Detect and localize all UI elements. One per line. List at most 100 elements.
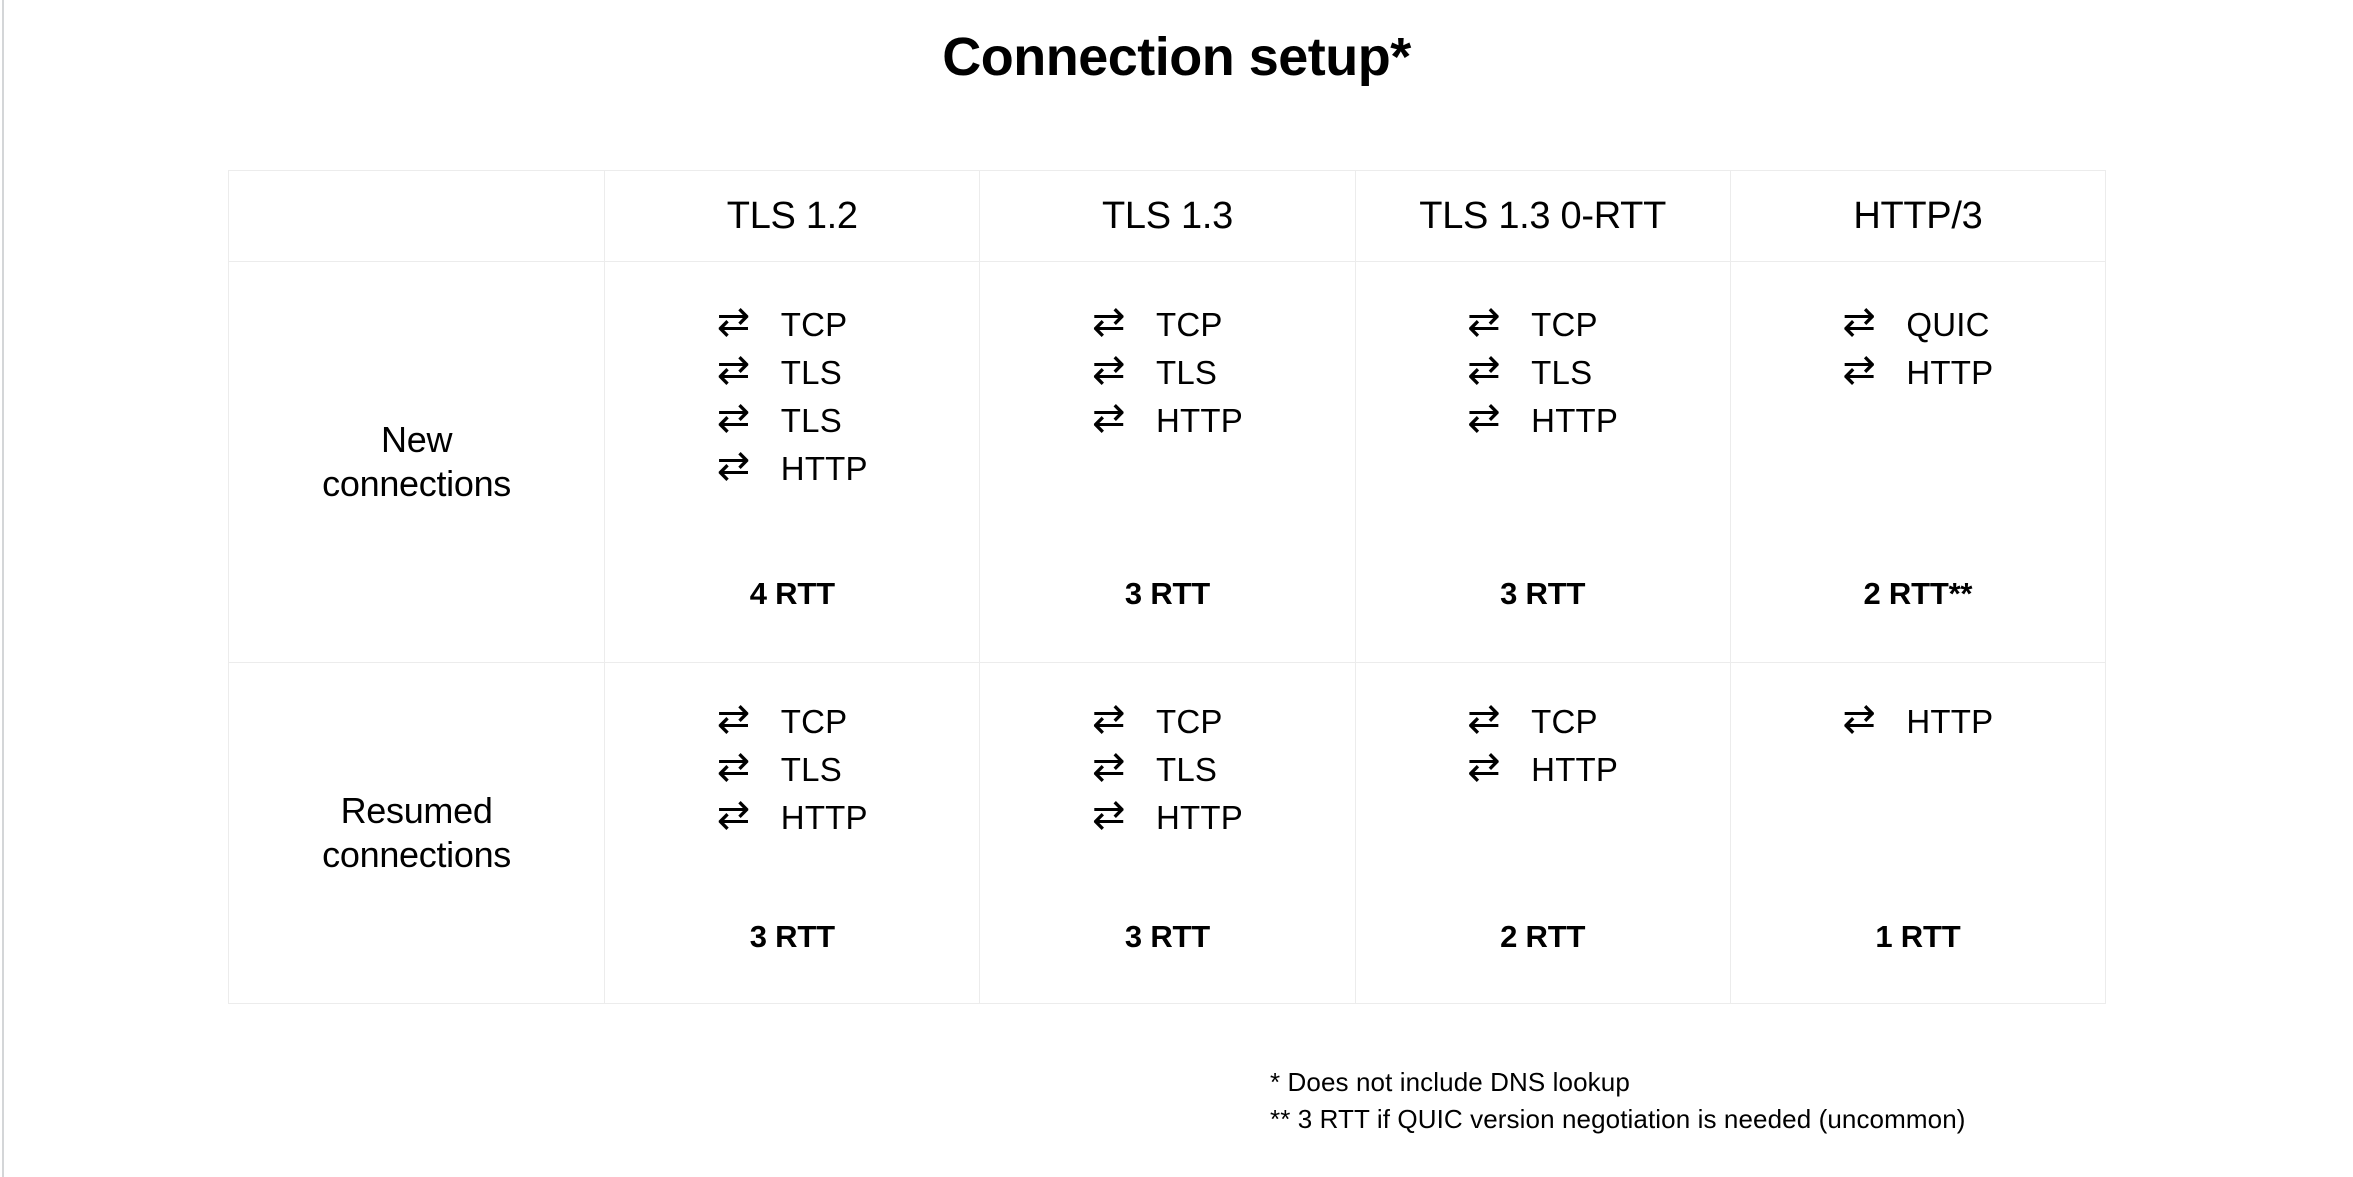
step-item: ⇄ TLS	[1467, 348, 1592, 396]
step-label: HTTP	[1906, 353, 1994, 391]
exchange-arrow-icon: ⇄	[1467, 697, 1501, 741]
step-item: ⇄ HTTP	[717, 793, 868, 841]
step-label: HTTP	[780, 449, 868, 487]
table-corner-cell	[227, 170, 606, 262]
footnotes: * Does not include DNS lookup ** 3 RTT i…	[1270, 1064, 1966, 1138]
step-label: TCP	[1155, 305, 1223, 343]
step-label: HTTP	[1531, 401, 1619, 439]
step-label: TLS	[780, 750, 842, 788]
step-item: ⇄ HTTP	[1842, 348, 1993, 396]
step-label: TCP	[780, 305, 848, 343]
step-item: ⇄ TLS	[717, 396, 842, 444]
column-header-tls12: TLS 1.2	[604, 170, 981, 262]
step-list: ⇄ TCP ⇄ TLS ⇄ HTTP	[717, 697, 868, 841]
step-list: ⇄ HTTP	[1842, 697, 1993, 745]
footnote-quic: ** 3 RTT if QUIC version negotiation is …	[1270, 1103, 1966, 1134]
rtt-total: 3 RTT	[1124, 919, 1211, 954]
step-item: ⇄ TLS	[717, 745, 842, 793]
exchange-arrow-icon: ⇄	[1467, 300, 1501, 344]
rtt-total: 2 RTT	[1500, 919, 1586, 954]
step-item: ⇄ TCP	[717, 697, 848, 745]
table-row-new-connections: New connections ⇄ TCP ⇄ TLS	[227, 261, 2107, 663]
step-item: ⇄ HTTP	[1092, 396, 1243, 444]
column-header-http3: HTTP/3	[1729, 170, 2107, 262]
exchange-arrow-icon: ⇄	[716, 697, 751, 741]
exchange-arrow-icon: ⇄	[1842, 348, 1876, 392]
step-label: HTTP	[1531, 750, 1619, 788]
exchange-arrow-icon: ⇄	[1091, 348, 1126, 392]
step-label: HTTP	[780, 798, 868, 836]
row-label-line2: connections	[322, 834, 512, 875]
table-row-resumed-connections: Resumed connections ⇄ TCP ⇄ TLS	[227, 662, 2107, 1004]
step-list: ⇄ TCP ⇄ TLS ⇄ TLS ⇄ HTTP	[717, 300, 868, 492]
exchange-arrow-icon: ⇄	[1091, 697, 1126, 741]
rtt-total: 1 RTT	[1875, 919, 1961, 954]
table-header-row: TLS 1.2 TLS 1.3 TLS 1.3 0-RTT HTTP/3	[227, 170, 2107, 262]
exchange-arrow-icon: ⇄	[1091, 396, 1126, 440]
rtt-total: 3 RTT	[1500, 576, 1586, 611]
step-item: ⇄ TCP	[1092, 697, 1223, 745]
column-header-tls13-0rtt: TLS 1.3 0-RTT	[1354, 170, 1731, 262]
exchange-arrow-icon: ⇄	[716, 444, 751, 488]
step-item: ⇄ HTTP	[717, 444, 868, 492]
exchange-arrow-icon: ⇄	[716, 300, 751, 344]
row-label-resumed-connections: Resumed connections	[227, 662, 606, 1004]
exchange-arrow-icon: ⇄	[1091, 300, 1126, 344]
step-item: ⇄ TCP	[1467, 300, 1598, 348]
rtt-total: 2 RTT**	[1863, 576, 1973, 611]
exchange-arrow-icon: ⇄	[1467, 396, 1501, 440]
step-label: TLS	[1531, 353, 1593, 391]
cell-resumed-http3: ⇄ HTTP 1 RTT	[1729, 662, 2107, 1004]
column-header-tls13: TLS 1.3	[979, 170, 1356, 262]
step-label: TCP	[1531, 702, 1598, 740]
exchange-arrow-icon: ⇄	[716, 745, 751, 789]
exchange-arrow-icon: ⇄	[716, 793, 751, 837]
exchange-arrow-icon: ⇄	[1467, 745, 1501, 789]
exchange-arrow-icon: ⇄	[1091, 745, 1126, 789]
step-item: ⇄ TCP	[717, 300, 848, 348]
step-item: ⇄ HTTP	[1842, 697, 1993, 745]
cell-new-tls13-0rtt: ⇄ TCP ⇄ TLS ⇄ HTTP 3 RTT	[1354, 261, 1731, 663]
step-item: ⇄ QUIC	[1842, 300, 1989, 348]
step-item: ⇄ TLS	[1092, 348, 1217, 396]
rtt-total: 4 RTT	[749, 576, 835, 611]
step-label: TCP	[1531, 305, 1598, 343]
exchange-arrow-icon: ⇄	[1842, 697, 1876, 741]
step-list: ⇄ QUIC ⇄ HTTP	[1842, 300, 1993, 396]
cell-new-tls12: ⇄ TCP ⇄ TLS ⇄ TLS ⇄ HTTP	[604, 261, 981, 663]
step-item: ⇄ HTTP	[1092, 793, 1243, 841]
step-list: ⇄ TCP ⇄ TLS ⇄ HTTP	[1092, 697, 1243, 841]
rtt-total: 3 RTT	[1124, 576, 1211, 611]
cell-resumed-tls13-0rtt: ⇄ TCP ⇄ HTTP 2 RTT	[1354, 662, 1731, 1004]
step-item: ⇄ TLS	[717, 348, 842, 396]
exchange-arrow-icon: ⇄	[1467, 348, 1501, 392]
exchange-arrow-icon: ⇄	[716, 348, 751, 392]
exchange-arrow-icon: ⇄	[1091, 793, 1126, 837]
step-label: HTTP	[1155, 798, 1243, 836]
step-item: ⇄ TLS	[1092, 745, 1217, 793]
step-label: HTTP	[1155, 401, 1243, 439]
row-label-line2: connections	[322, 463, 512, 504]
connection-setup-table: TLS 1.2 TLS 1.3 TLS 1.3 0-RTT HTTP/3 New…	[227, 170, 2107, 1004]
page-title: Connection setup*	[942, 27, 1411, 87]
step-label: TCP	[780, 702, 848, 740]
step-label: TLS	[1155, 353, 1218, 391]
step-label: TLS	[780, 353, 842, 391]
step-list: ⇄ TCP ⇄ TLS ⇄ HTTP	[1467, 300, 1618, 444]
step-label: TLS	[1155, 750, 1218, 788]
row-label-new-connections: New connections	[227, 261, 606, 663]
step-label: HTTP	[1906, 702, 1994, 740]
step-label: TLS	[780, 401, 842, 439]
step-item: ⇄ TCP	[1467, 697, 1598, 745]
slide-left-edge	[2, 0, 4, 1177]
footnote-dns: * Does not include DNS lookup	[1270, 1067, 1630, 1097]
step-item: ⇄ HTTP	[1467, 396, 1618, 444]
row-label-line1: New	[381, 419, 453, 461]
step-item: ⇄ HTTP	[1467, 745, 1618, 793]
step-label: QUIC	[1906, 305, 1990, 343]
cell-resumed-tls12: ⇄ TCP ⇄ TLS ⇄ HTTP 3 RTT	[604, 662, 981, 1004]
row-label-line1: Resumed	[340, 790, 493, 832]
exchange-arrow-icon: ⇄	[716, 396, 751, 440]
rtt-total: 3 RTT	[749, 919, 835, 954]
exchange-arrow-icon: ⇄	[1842, 300, 1876, 344]
